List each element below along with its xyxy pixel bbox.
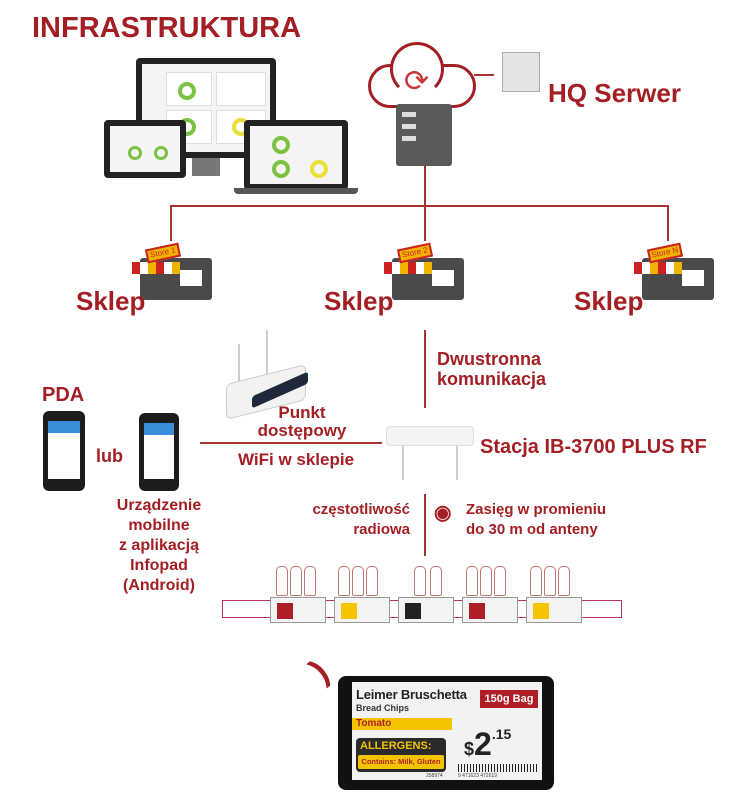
wifi-signal-icon: ◉ — [434, 502, 452, 524]
esl-sku: 258974 — [426, 773, 443, 779]
store-icon: Store 2 — [384, 240, 464, 300]
store-label: Sklep — [324, 286, 394, 316]
shelf-label-tag — [526, 597, 582, 623]
laptop-illustration — [244, 120, 348, 190]
esl-price: $2.15 — [464, 726, 512, 762]
rf-station-icon — [386, 416, 474, 480]
hq-server-icon — [502, 52, 540, 92]
hq-server-label: HQ Serwer — [548, 78, 681, 108]
esl-size-badge: 150g Bag — [480, 690, 538, 708]
laptop-base — [234, 188, 358, 194]
store-icon: Store 1 — [132, 240, 212, 300]
esl-subtitle: Bread Chips — [356, 703, 410, 713]
esl-tag: Leimer Bruschetta Bread Chips 150g Bag T… — [338, 676, 554, 790]
esl-allergens-title: ALLERGENS: — [360, 740, 432, 752]
server-tower-icon — [396, 104, 452, 166]
shelf-label-tag — [462, 597, 518, 623]
shelf-label-tag — [270, 597, 326, 623]
barcode — [458, 764, 538, 772]
esl-product-name: Leimer Bruschetta — [356, 687, 467, 702]
esl-allergens-text: Contains: Milk, Gluten — [358, 755, 444, 769]
tablet-illustration — [104, 120, 186, 178]
sync-icon: ⟳ — [404, 65, 430, 98]
store-label: Sklep — [574, 286, 644, 316]
station-label: Stacja IB-3700 PLUS RF — [480, 436, 707, 458]
pda-device-icon — [43, 411, 85, 491]
esl-barcode-number: 9 471623 472619 — [458, 773, 497, 779]
esl-flavor: Tomato — [352, 718, 452, 730]
or-label: lub — [96, 446, 123, 466]
pda-label: PDA — [42, 384, 85, 406]
wifi-label: WiFi w sklepie — [238, 450, 355, 469]
shelf-label-tag — [398, 597, 454, 623]
shelf-label-tag — [334, 597, 390, 623]
store-icon: Store N — [634, 240, 714, 300]
wireless-signal-icon: ) — [302, 652, 336, 690]
page-title: INFRASTRUKTURA — [32, 12, 302, 44]
store-label: Sklep — [76, 286, 146, 316]
cloud-icon: ⟳ — [368, 42, 476, 110]
mobile-device-icon — [139, 413, 179, 491]
